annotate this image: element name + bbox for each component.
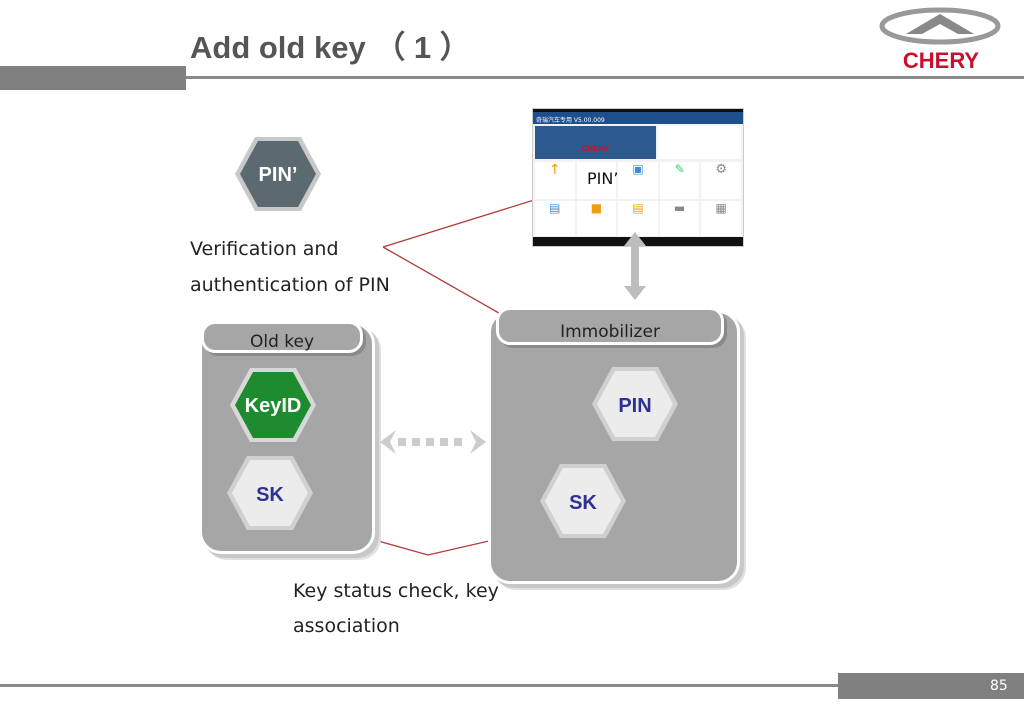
diagnostic-tablet-screenshot: 奇瑞汽车专用 V5.00.009 CHERY ↑▣✎⚙ ▤■▤▬▦ PIN’: [532, 108, 744, 247]
svg-text:SK: SK: [256, 484, 284, 506]
page-number-bar: [838, 673, 1024, 699]
vertical-double-arrow-icon: [624, 232, 646, 300]
verification-line1: Verification and: [190, 238, 339, 260]
immobilizer-sk-hexagon: SK: [540, 464, 626, 538]
svg-text:PIN’: PIN’: [259, 164, 298, 186]
page-number: 85: [990, 678, 1008, 694]
verification-line2: authentication of PIN: [190, 274, 390, 296]
diagnosis-tile: [658, 126, 741, 159]
chery-logo: CHERY: [879, 7, 1001, 72]
status-line1: Key status check, key: [293, 580, 499, 602]
old-key-sk-hexagon: SK: [227, 456, 313, 530]
svg-text:KeyID: KeyID: [245, 395, 302, 417]
immobilizer-label: Immobilizer: [496, 307, 724, 345]
svg-text:SK: SK: [569, 492, 597, 514]
svg-text:PIN: PIN: [618, 395, 651, 417]
tablet-header: 奇瑞汽车专用 V5.00.009: [533, 109, 743, 124]
chery-tile: CHERY: [535, 126, 656, 159]
old-key-label: Old key: [201, 321, 363, 353]
immobilizer-panel: [488, 310, 740, 584]
tablet-pin-label: PIN’: [587, 169, 619, 188]
bidirectional-dotted-arrow-icon: [380, 430, 486, 454]
header-rule: [186, 76, 1024, 79]
logo-text: CHERY: [903, 48, 980, 72]
immobilizer-pin-hexagon: PIN: [592, 367, 678, 441]
status-line2: association: [293, 615, 400, 637]
page-title: Add old key （ 1 ）: [190, 30, 471, 65]
app-grid: ↑▣✎⚙ ▤■▤▬▦: [535, 162, 741, 236]
keyid-hexagon: KeyID: [230, 368, 316, 442]
footer-rule: [0, 684, 838, 687]
header-bar: [0, 66, 186, 90]
pin-prime-hexagon: PIN’: [235, 137, 321, 211]
